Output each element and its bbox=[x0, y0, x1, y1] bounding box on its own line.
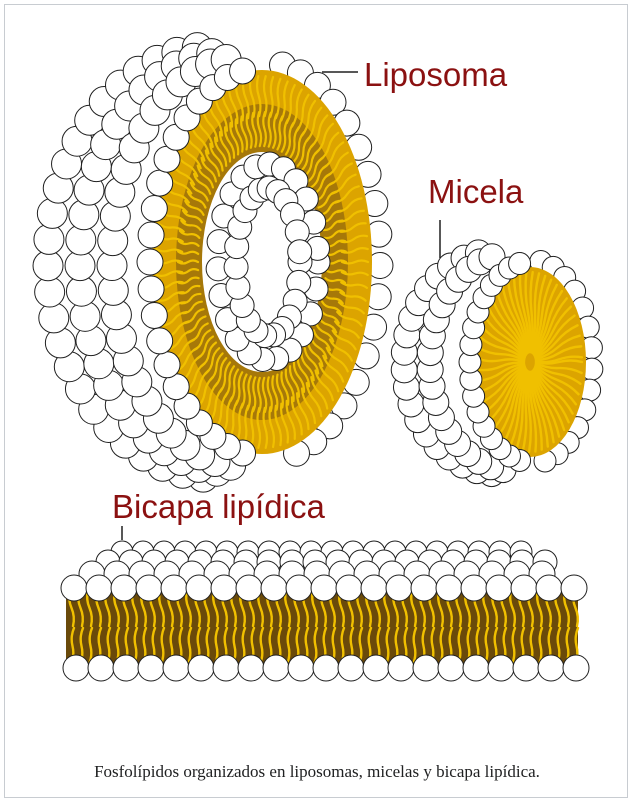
phospholipid-head bbox=[488, 655, 514, 681]
phospholipid-head bbox=[438, 655, 464, 681]
phospholipid-head bbox=[511, 575, 537, 601]
phospholipid-head bbox=[113, 655, 139, 681]
micelle-illustration bbox=[391, 240, 603, 487]
phospholipid-head bbox=[186, 575, 212, 601]
phospholipid-head bbox=[413, 655, 439, 681]
phospholipid-head bbox=[35, 277, 65, 307]
phospholipid-head bbox=[388, 655, 414, 681]
bilayer-label: Bicapa lipídica bbox=[112, 488, 325, 525]
figure-caption: Fosfolípidos organizados en liposomas, m… bbox=[0, 762, 634, 782]
phospholipid-head bbox=[261, 575, 287, 601]
phospholipid-head bbox=[138, 276, 164, 302]
phospholipid-head bbox=[33, 251, 63, 281]
liposome-illustration bbox=[33, 33, 393, 493]
phospholipid-head bbox=[88, 655, 114, 681]
phospholipid-head bbox=[211, 575, 237, 601]
phospholipid-head bbox=[147, 328, 173, 354]
phospholipid-head bbox=[286, 575, 312, 601]
phospholipid-head bbox=[313, 655, 339, 681]
phospholipid-head bbox=[288, 240, 312, 264]
phospholipid-head bbox=[136, 575, 162, 601]
phospholipid-head bbox=[486, 575, 512, 601]
phospholipid-head bbox=[311, 575, 337, 601]
phospholipid-head bbox=[236, 575, 262, 601]
phospholipid-head bbox=[213, 655, 239, 681]
phospholipid-head bbox=[263, 655, 289, 681]
phospholipid-head bbox=[336, 575, 362, 601]
phospholipid-head bbox=[436, 575, 462, 601]
phospholipid-head bbox=[141, 196, 167, 222]
phospholipid-head bbox=[34, 224, 64, 254]
phospholipid-head bbox=[461, 575, 487, 601]
phospholipid-head bbox=[154, 352, 180, 378]
phospholipid-head bbox=[561, 575, 587, 601]
phospholipid-head bbox=[238, 655, 264, 681]
phospholipid-head bbox=[39, 303, 69, 333]
phospholipid-head bbox=[509, 253, 531, 275]
phospholipid-head bbox=[138, 222, 164, 248]
phospholipid-head bbox=[161, 575, 187, 601]
micelle-label: Micela bbox=[428, 173, 524, 210]
phospholipid-head bbox=[288, 655, 314, 681]
phospholipid-head bbox=[188, 655, 214, 681]
phospholipid-head bbox=[361, 575, 387, 601]
phospholipid-head bbox=[463, 655, 489, 681]
phospholipid-head bbox=[61, 575, 87, 601]
bilayer-top-heads bbox=[61, 541, 587, 601]
phospholipid-head bbox=[147, 170, 173, 196]
phospholipid-head bbox=[137, 249, 163, 275]
phospholipid-head bbox=[63, 655, 89, 681]
phospholipid-head bbox=[538, 655, 564, 681]
phospholipid-head bbox=[338, 655, 364, 681]
phospholipid-head bbox=[86, 575, 112, 601]
phospholipid-head bbox=[386, 575, 412, 601]
phospholipid-head bbox=[230, 58, 256, 84]
bilayer-bottom-heads bbox=[63, 655, 589, 681]
phospholipid-head bbox=[363, 655, 389, 681]
phospholipid-head bbox=[141, 302, 167, 328]
phospholipid-head bbox=[138, 655, 164, 681]
phospholipid-head bbox=[536, 575, 562, 601]
phospholipid-head bbox=[513, 655, 539, 681]
liposome-label: Liposoma bbox=[364, 56, 508, 93]
phospholipid-head bbox=[163, 655, 189, 681]
phospholipid-head bbox=[411, 575, 437, 601]
bilayer-illustration bbox=[61, 541, 589, 681]
phospholipid-head bbox=[111, 575, 137, 601]
phospholipid-head bbox=[563, 655, 589, 681]
